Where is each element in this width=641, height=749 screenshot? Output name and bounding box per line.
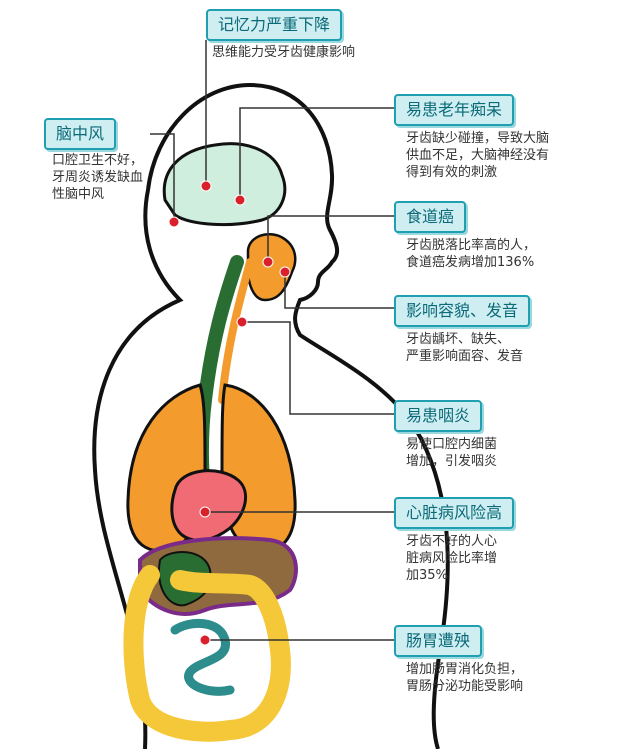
point-appearance [279,266,291,278]
label-gastrointestinal: 肠胃遭殃 [394,625,483,657]
label-pharyngitis: 易患咽炎 [394,400,483,432]
label-esophageal-cancer: 食道癌 [394,201,467,233]
label-memory-decline: 记忆力严重下降 [206,9,343,41]
point-heart [199,506,211,518]
desc-appearance-speech: 牙齿龋坏、缺失、 严重影响面容、发音 [406,332,524,364]
organ-points [168,180,291,646]
leader-stroke [150,133,175,222]
leader-dementia [239,107,394,200]
desc-heart-disease: 牙齿不好的人心 脏病风险比率增 加35% [406,534,498,583]
desc-pharyngitis: 易使口腔内细菌 增加，引发咽炎 [406,437,498,469]
leader-appearance [284,272,394,309]
heart [170,469,248,542]
desc-gastrointestinal: 增加肠胃消化负担， 胃肠分泌功能受影响 [406,662,524,694]
point-stroke [168,216,180,228]
brain [162,142,287,227]
label-appearance-speech: 影响容貌、发音 [394,295,531,327]
point-memory [200,180,212,192]
leader-pharyngitis [242,321,394,415]
label-heart-disease: 心脏病风险高 [394,497,515,529]
label-stroke: 脑中风 [44,118,117,150]
leader-lines [150,40,394,641]
small-intestine [170,618,235,696]
point-pharyngitis [236,316,248,328]
desc-dementia: 牙齿缺少碰撞，导致大脑 供血不足，大脑神经没有 得到有效的刺激 [406,131,550,180]
large-intestine [123,565,291,742]
desc-memory-decline: 思维能力受牙齿健康影响 [212,45,356,60]
desc-stroke: 口腔卫生不好， 牙周炎诱发缺血 性脑中风 [52,153,144,202]
point-esophagus [262,256,274,268]
leader-esophagus [267,215,394,262]
point-gi [199,634,211,646]
trachea [218,258,254,404]
face-cavity [246,233,297,302]
label-dementia: 易患老年痴呆 [394,94,515,126]
desc-esophageal-cancer: 牙齿脱落比率高的人， 食道癌发病增加136% [406,238,537,270]
point-dementia [234,194,246,206]
